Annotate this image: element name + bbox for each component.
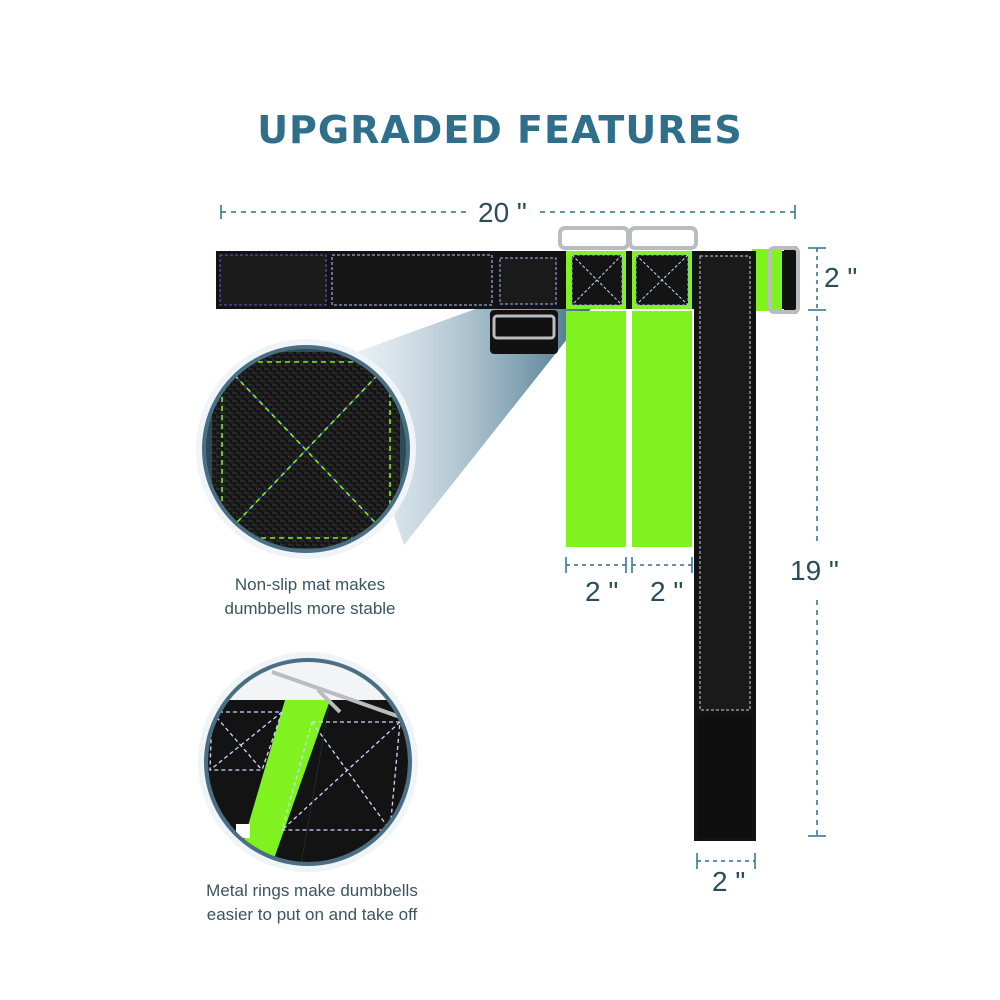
caption-line: Non-slip mat makes: [234, 575, 386, 594]
page-title: UPGRADED FEATURES: [257, 108, 743, 152]
horizontal-strap: [216, 246, 798, 314]
green-strap-right: [632, 311, 692, 547]
caption-line: dumbbells more stable: [224, 599, 396, 618]
length-label: 19 ": [790, 555, 839, 586]
length-dimension-line: [808, 316, 826, 837]
long-black-strap: [694, 251, 756, 841]
buckle-tab: [490, 310, 558, 354]
green-strap-left: [566, 311, 626, 547]
metal-rings: [558, 226, 800, 314]
feature-caption-metal-rings: Metal rings make dumbbells easier to put…: [170, 879, 454, 927]
green-strap-a-width-label: 2 ": [585, 576, 619, 607]
green-strap-dimension-lines: [565, 557, 693, 573]
green-strap-b-width-label: 2 ": [650, 576, 684, 607]
long-strap-dimension-line: [696, 853, 756, 869]
width-label: 20 ": [478, 197, 527, 228]
strap-height-label: 2 ": [824, 262, 858, 293]
caption-line: easier to put on and take off: [206, 905, 418, 924]
caption-line: Metal rings make dumbbells: [206, 881, 418, 900]
feature-caption-non-slip: Non-slip mat makes dumbbells more stable: [190, 573, 430, 621]
feature-circle-non-slip: [196, 339, 416, 559]
height-dimension-line: [808, 247, 826, 311]
feature-circle-metal-rings: [198, 652, 418, 872]
long-strap-width-label: 2 ": [712, 866, 746, 897]
width-dimension-line: [220, 205, 796, 219]
